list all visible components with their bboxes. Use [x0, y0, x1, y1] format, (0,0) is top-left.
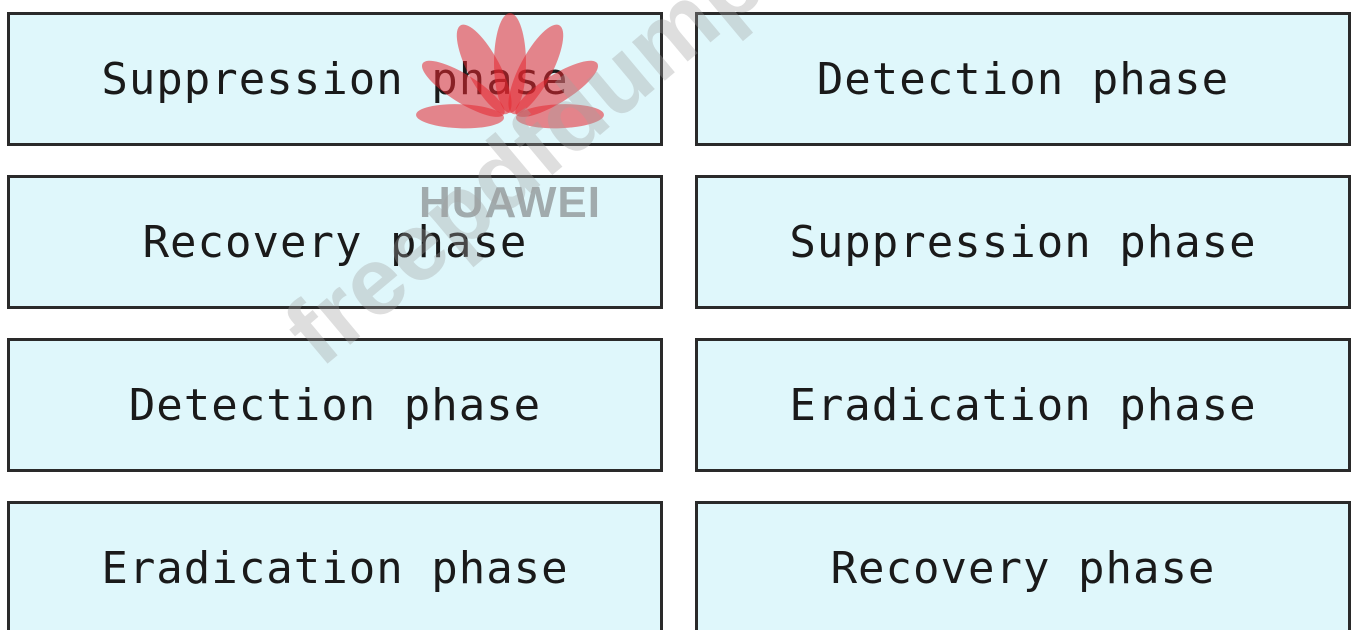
left-box-label: Detection phase: [128, 379, 542, 431]
left-box-recovery-phase[interactable]: Recovery phase: [7, 175, 663, 309]
left-box-suppression-phase[interactable]: Suppression phase: [7, 12, 663, 146]
right-box-suppression-phase[interactable]: Suppression phase: [695, 175, 1351, 309]
left-box-label: Recovery phase: [142, 216, 528, 268]
right-box-recovery-phase[interactable]: Recovery phase: [695, 501, 1351, 630]
left-box-detection-phase[interactable]: Detection phase: [7, 338, 663, 472]
right-box-eradication-phase[interactable]: Eradication phase: [695, 338, 1351, 472]
right-box-detection-phase[interactable]: Detection phase: [695, 12, 1351, 146]
right-box-label: Eradication phase: [789, 379, 1257, 431]
right-box-label: Detection phase: [816, 53, 1230, 105]
left-box-label: Suppression phase: [101, 53, 569, 105]
left-box-eradication-phase[interactable]: Eradication phase: [7, 501, 663, 630]
right-box-label: Suppression phase: [789, 216, 1257, 268]
right-box-label: Recovery phase: [830, 542, 1216, 594]
left-box-label: Eradication phase: [101, 542, 569, 594]
